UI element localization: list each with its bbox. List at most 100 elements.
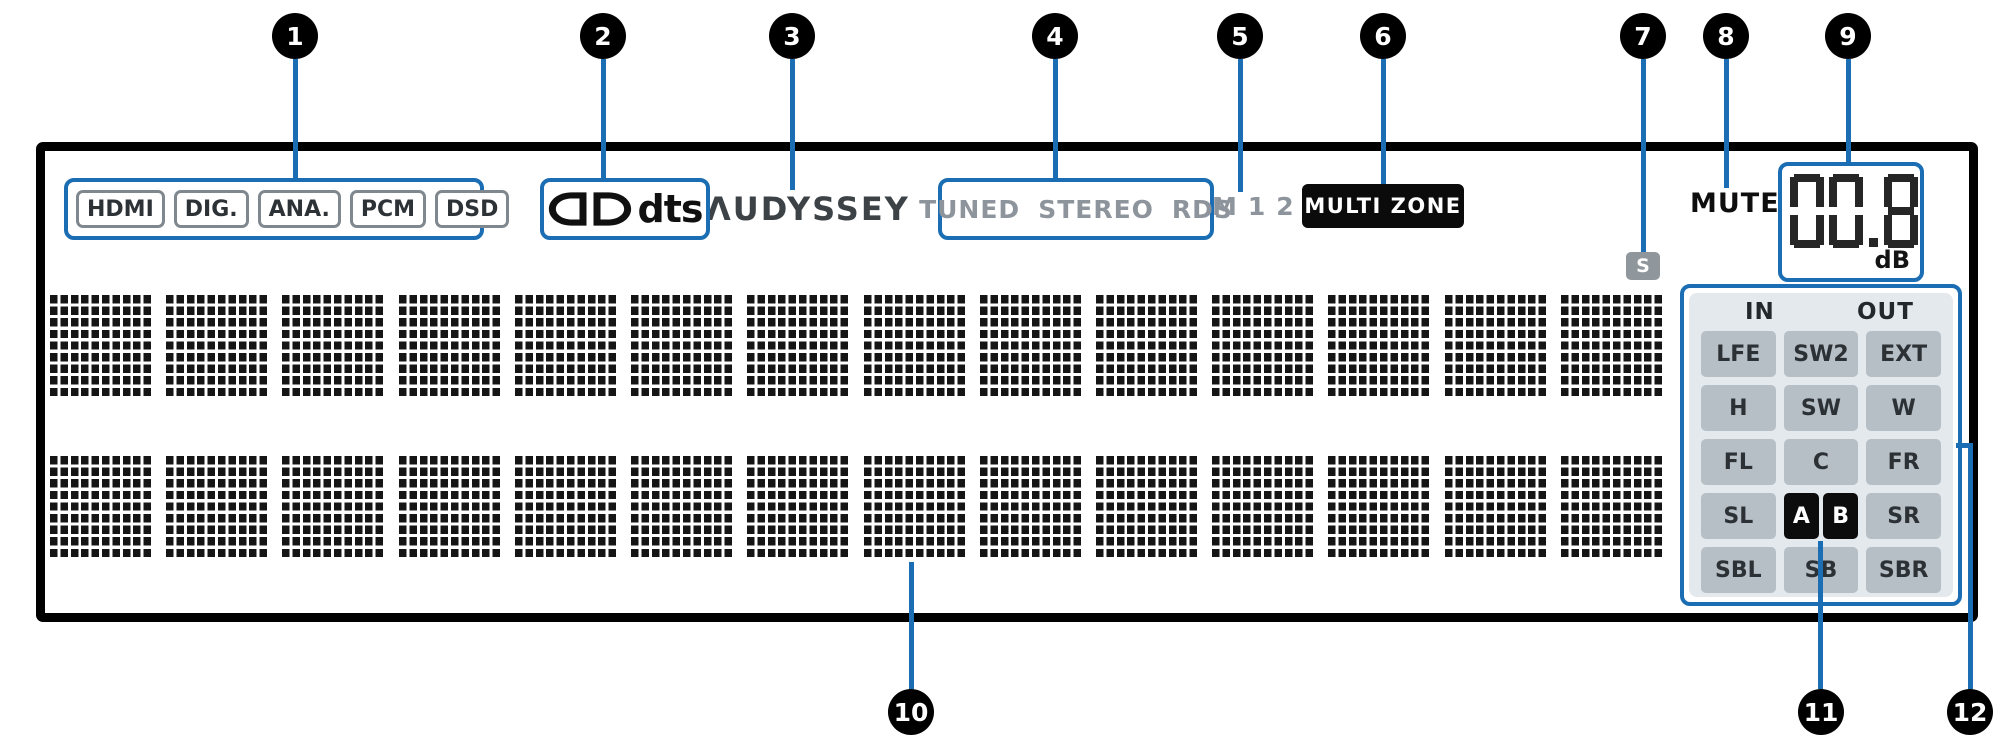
indicator-stereo: STEREO: [1038, 194, 1154, 224]
matrix-cell: [979, 295, 1081, 398]
matrix-cell: [282, 456, 384, 559]
matrix-cell: [1212, 295, 1314, 398]
matrix-cell: [50, 456, 152, 559]
matrix-cell: [1560, 456, 1663, 559]
callout-line-6: [1381, 59, 1386, 184]
matrix-row-1: [50, 295, 1663, 398]
matrix-cell: [1095, 295, 1198, 398]
callout-line-5: [1238, 59, 1243, 192]
callout-line-12-elbow: [1956, 443, 1973, 448]
callout-11: 11: [1798, 689, 1844, 735]
callout-line-8: [1724, 59, 1729, 188]
indicator-pcm: PCM: [349, 190, 427, 228]
matrix-cell: [1328, 456, 1430, 559]
matrix-cell: [514, 456, 617, 559]
callout-7: 7: [1620, 13, 1666, 59]
callout-1: 1: [272, 13, 318, 59]
volume-digits: [1790, 174, 1918, 248]
callout-line-4: [1053, 59, 1058, 180]
matrix-cell: [1212, 456, 1314, 559]
volume-digit: [1884, 174, 1918, 248]
volume-decimal-point: [1869, 238, 1878, 247]
indicator-channel-sbr: SBR: [1866, 547, 1941, 593]
callout-10: 10: [888, 689, 934, 735]
matrix-cell: [514, 295, 617, 398]
matrix-row-2: [50, 456, 1663, 559]
channel-grid: LFESW2EXTHSWWFLCFRSLABSRSBLSBSBR: [1701, 331, 1941, 593]
matrix-cell: [747, 295, 849, 398]
channel-header-out: OUT: [1857, 299, 1914, 325]
matrix-cell: [50, 295, 152, 398]
mute-indicator: MUTE: [1690, 188, 1780, 219]
indicator-speaker-a: A: [1783, 493, 1819, 539]
volume-display-group: dB: [1778, 162, 1924, 282]
matrix-cell: [631, 456, 733, 559]
indicator-hdmi: HDMI: [76, 190, 165, 228]
dts-logo: dts: [637, 187, 704, 231]
callout-2: 2: [580, 13, 626, 59]
callout-6: 6: [1360, 13, 1406, 59]
matrix-cell: [398, 295, 500, 398]
callout-line-1: [293, 59, 298, 180]
indicator-dsd: DSD: [435, 190, 510, 228]
indicator-channel-c: C: [1783, 439, 1859, 485]
matrix-cell: [282, 295, 384, 398]
indicator-rds: RDS: [1171, 194, 1233, 224]
callout-line-7: [1641, 59, 1646, 252]
callout-8: 8: [1703, 13, 1749, 59]
indicator-channel-sw2: SW2: [1783, 331, 1859, 377]
indicator-ana: ANA.: [257, 190, 341, 228]
volume-unit: dB: [1874, 246, 1910, 274]
callout-line-10: [909, 562, 914, 689]
volume-digit: [1829, 174, 1863, 248]
indicator-memory-2: 2: [1276, 192, 1295, 221]
indicator-channel-lfe: LFE: [1701, 331, 1776, 377]
callout-12: 12: [1947, 689, 1993, 735]
volume-digit: [1790, 174, 1824, 248]
matrix-cell: [979, 456, 1081, 559]
matrix-cell: [1444, 295, 1546, 398]
matrix-cell: [1444, 456, 1546, 559]
audyssey-indicator: ΛUDYSSEY: [706, 190, 910, 228]
channel-indicator-group: IN OUT LFESW2EXTHSWWFLCFRSLABSRSBLSBSBR: [1680, 284, 1962, 606]
dolby-double-d-icon: [548, 192, 631, 226]
indicator-memory-m: M: [1212, 192, 1238, 221]
matrix-cell: [1095, 456, 1198, 559]
sleep-timer-indicator: S: [1626, 252, 1660, 280]
indicator-channel-fr: FR: [1866, 439, 1941, 485]
callout-line-2: [601, 59, 606, 180]
matrix-cell: [631, 295, 733, 398]
input-signal-indicator-group: HDMI DIG. ANA. PCM DSD: [64, 178, 510, 240]
indicator-tuned: TUNED: [919, 194, 1021, 224]
callout-9: 9: [1825, 13, 1871, 59]
channel-panel: IN OUT LFESW2EXTHSWWFLCFRSLABSRSBLSBSBR: [1689, 293, 1953, 597]
channel-header-in: IN: [1745, 299, 1775, 325]
indicator-channel-h: H: [1701, 385, 1776, 431]
matrix-cell: [1560, 295, 1663, 398]
callout-line-12: [1968, 443, 1973, 689]
matrix-cell: [166, 295, 268, 398]
indicator-channel-sr: SR: [1866, 493, 1941, 539]
indicator-channel-fl: FL: [1701, 439, 1776, 485]
matrix-cell: [1328, 295, 1430, 398]
indicator-channel-sw: SW: [1783, 385, 1859, 431]
indicator-channel-sl: SL: [1701, 493, 1776, 539]
callout-line-3: [790, 59, 795, 190]
callout-line-9: [1846, 59, 1851, 162]
multi-zone-indicator: MULTI ZONE: [1302, 184, 1464, 228]
indicator-memory-1: 1: [1247, 192, 1267, 221]
indicator-channel-sbl: SBL: [1701, 547, 1776, 593]
indicator-channel-w: W: [1866, 385, 1941, 431]
callout-4: 4: [1032, 13, 1078, 59]
matrix-cell: [166, 456, 268, 559]
matrix-cell: [863, 295, 965, 398]
indicator-channel-ext: EXT: [1866, 331, 1941, 377]
callout-5: 5: [1217, 13, 1263, 59]
tuner-indicator-group: TUNED STEREO RDS: [919, 178, 1232, 240]
indicator-dig: DIG.: [173, 190, 249, 228]
matrix-cell: [747, 456, 849, 559]
indicator-speaker-b: B: [1823, 493, 1859, 539]
callout-3: 3: [769, 13, 815, 59]
decoder-logo-group: dts: [540, 178, 710, 240]
